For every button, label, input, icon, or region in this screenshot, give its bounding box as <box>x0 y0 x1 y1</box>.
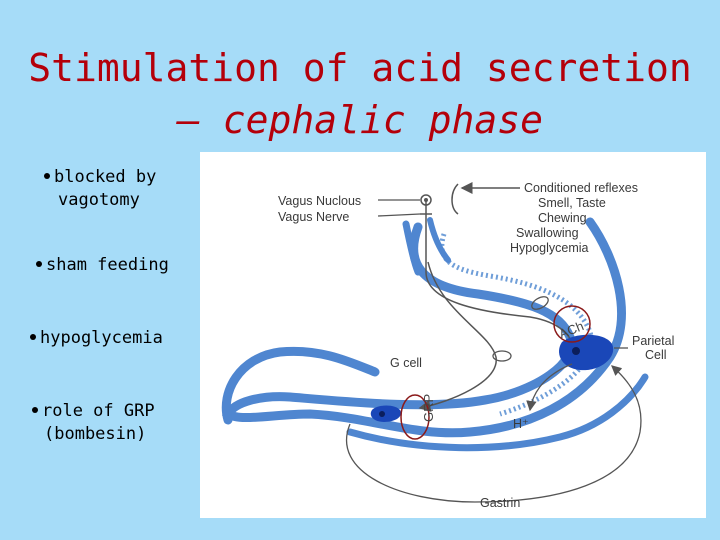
label-parietal: Parietal <box>632 334 674 348</box>
stomach-lower-curvature <box>221 346 380 425</box>
parietal-cell-nucleus <box>572 347 580 355</box>
stomach-inner-wall <box>439 233 594 417</box>
vagus-nucleus-icon <box>420 194 432 206</box>
label-conditioned-reflexes: Conditioned reflexes <box>524 181 638 195</box>
stomach-bottom-wall <box>346 373 649 452</box>
label-smell-taste: Smell, Taste <box>538 196 606 210</box>
title-line-1: Stimulation of acid secretion <box>28 46 692 90</box>
gastrin-pathway <box>345 365 642 503</box>
label-vagus-nerve: Vagus Nerve <box>278 210 349 224</box>
bullet-text-continued: (bombesin) <box>44 424 147 444</box>
reflex-bracket <box>451 183 459 215</box>
bullet-dot-icon <box>32 406 38 413</box>
bullet-hypoglycemia: hypoglycemia <box>30 327 163 350</box>
bullet-dot-icon <box>30 333 36 340</box>
ganglion-icon <box>492 350 512 362</box>
bullet-text: blocked by <box>54 167 157 187</box>
esophagus-inner <box>427 217 451 263</box>
diagram-svg: Vagus Nuclous Vagus Nerve Conditioned re… <box>221 181 674 510</box>
nerve-leader-line <box>377 213 421 217</box>
label-h-plus: H⁺ <box>513 417 529 431</box>
stomach-diagram: Vagus Nuclous Vagus Nerve Conditioned re… <box>200 152 706 518</box>
title-line-2: – cephalic phase <box>176 98 544 142</box>
label-hypoglycemia: Hypoglycemia <box>510 241 589 255</box>
bullet-text: role of GRP <box>42 401 155 421</box>
label-g-cell: G cell <box>390 356 422 370</box>
label-cell: Cell <box>645 348 667 362</box>
esophagus <box>402 220 422 276</box>
bullet-dot-icon <box>36 260 42 267</box>
vagus-branch-gcell <box>418 261 497 412</box>
bullet-text: sham feeding <box>46 255 169 275</box>
label-gastrin: Gastrin <box>480 496 520 510</box>
g-cell-nucleus <box>379 411 385 417</box>
vagus-nucleus-core <box>424 198 428 202</box>
stomach-outer-wall <box>221 217 626 438</box>
label-grp: GRP <box>421 394 436 422</box>
bullet-text-continued: vagotomy <box>58 190 140 210</box>
hplus-arrow <box>526 363 573 412</box>
vagus-nerve-path <box>425 200 580 354</box>
ganglion-icon <box>531 296 549 310</box>
bullet-vagotomy: blocked by vagotomy <box>44 166 156 212</box>
parietal-cell <box>559 334 614 371</box>
bullet-dot-icon <box>44 172 50 179</box>
g-cell <box>370 405 402 422</box>
bullet-text: hypoglycemia <box>40 328 163 348</box>
ach-highlight-circle <box>553 305 591 343</box>
slide-title: Stimulation of acid secretion – cephalic… <box>0 42 720 146</box>
bullet-sham-feeding: sham feeding <box>36 254 169 277</box>
label-swallowing: Swallowing <box>516 226 579 240</box>
label-vagus-nucleus: Vagus Nuclous <box>278 194 361 208</box>
bullet-grp: role of GRP (bombesin) <box>32 400 155 446</box>
bullet-list: blocked by vagotomy sham feeding hypogly… <box>0 0 200 540</box>
grp-highlight-circle <box>400 394 430 440</box>
label-chewing: Chewing <box>538 211 587 225</box>
